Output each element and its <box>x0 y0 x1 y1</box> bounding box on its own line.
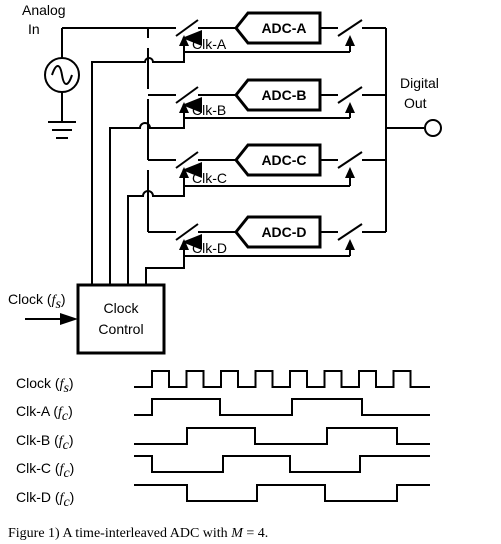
output-switch-icon <box>337 19 363 37</box>
timing-waveform <box>134 370 430 388</box>
clock-arrow-icon <box>345 167 355 178</box>
timing-waveform <box>134 398 430 416</box>
clock-input-arrow-icon <box>60 313 78 325</box>
clock-input-label: Clock (fs) <box>8 291 66 312</box>
output-switch-icon <box>337 86 363 104</box>
digital-out-label-2: Out <box>404 95 427 111</box>
output-switch-icon <box>337 151 363 169</box>
channel-1: ADC-B Clk-B <box>170 78 365 119</box>
clock-arrow-icon <box>345 239 355 250</box>
clock-control-label: Clock <box>103 300 139 316</box>
clk-label: Clk-B <box>192 102 226 118</box>
clock-arrow-icon <box>345 102 355 113</box>
clk-label: Clk-D <box>192 240 227 256</box>
adc-label: ADC-A <box>261 20 306 36</box>
input-switch-icon <box>175 223 199 241</box>
channel-0: ADC-A Clk-A <box>170 11 365 53</box>
timing-waveform <box>134 484 430 502</box>
clock-control-block <box>76 283 166 355</box>
input-switch-icon <box>175 19 199 37</box>
input-switch-icon <box>175 151 199 169</box>
timing-waveform <box>134 455 430 473</box>
timing-row-label: Clk-D (fc) <box>16 489 74 510</box>
channel-2: ADC-C Clk-C <box>170 143 365 187</box>
signal-source-icon <box>44 27 148 122</box>
clk-label: Clk-C <box>192 170 227 186</box>
clk-label: Clk-A <box>192 36 227 52</box>
adc-label: ADC-D <box>261 224 306 240</box>
digital-out-label: Digital <box>400 75 439 91</box>
channel-3: ADC-D Clk-D <box>170 215 365 257</box>
input-switch-icon <box>175 86 199 104</box>
digital-out-terminal-icon <box>424 119 442 137</box>
analog-bus <box>147 27 170 233</box>
timing-row-label: Clk-B (fc) <box>16 432 74 453</box>
adc-label: ADC-C <box>261 152 306 168</box>
adc-label: ADC-B <box>261 87 306 103</box>
output-bus <box>365 27 424 233</box>
figure-caption: Figure 1) A time-interleaved ADC with M … <box>8 526 268 541</box>
clock-arrow-icon <box>345 35 355 46</box>
clock-control-label-2: Control <box>98 321 143 337</box>
timing-row-label: Clock (fs) <box>16 375 74 396</box>
output-switch-icon <box>337 223 363 241</box>
analog-in-label-2: In <box>28 21 40 37</box>
clock-routing <box>91 52 185 285</box>
timing-row-label: Clk-C (fc) <box>16 460 74 481</box>
timing-row-label: Clk-A (fc) <box>16 403 73 424</box>
ground-icon <box>48 121 76 139</box>
analog-in-label: Analog <box>22 2 66 18</box>
timing-waveform <box>134 427 430 445</box>
